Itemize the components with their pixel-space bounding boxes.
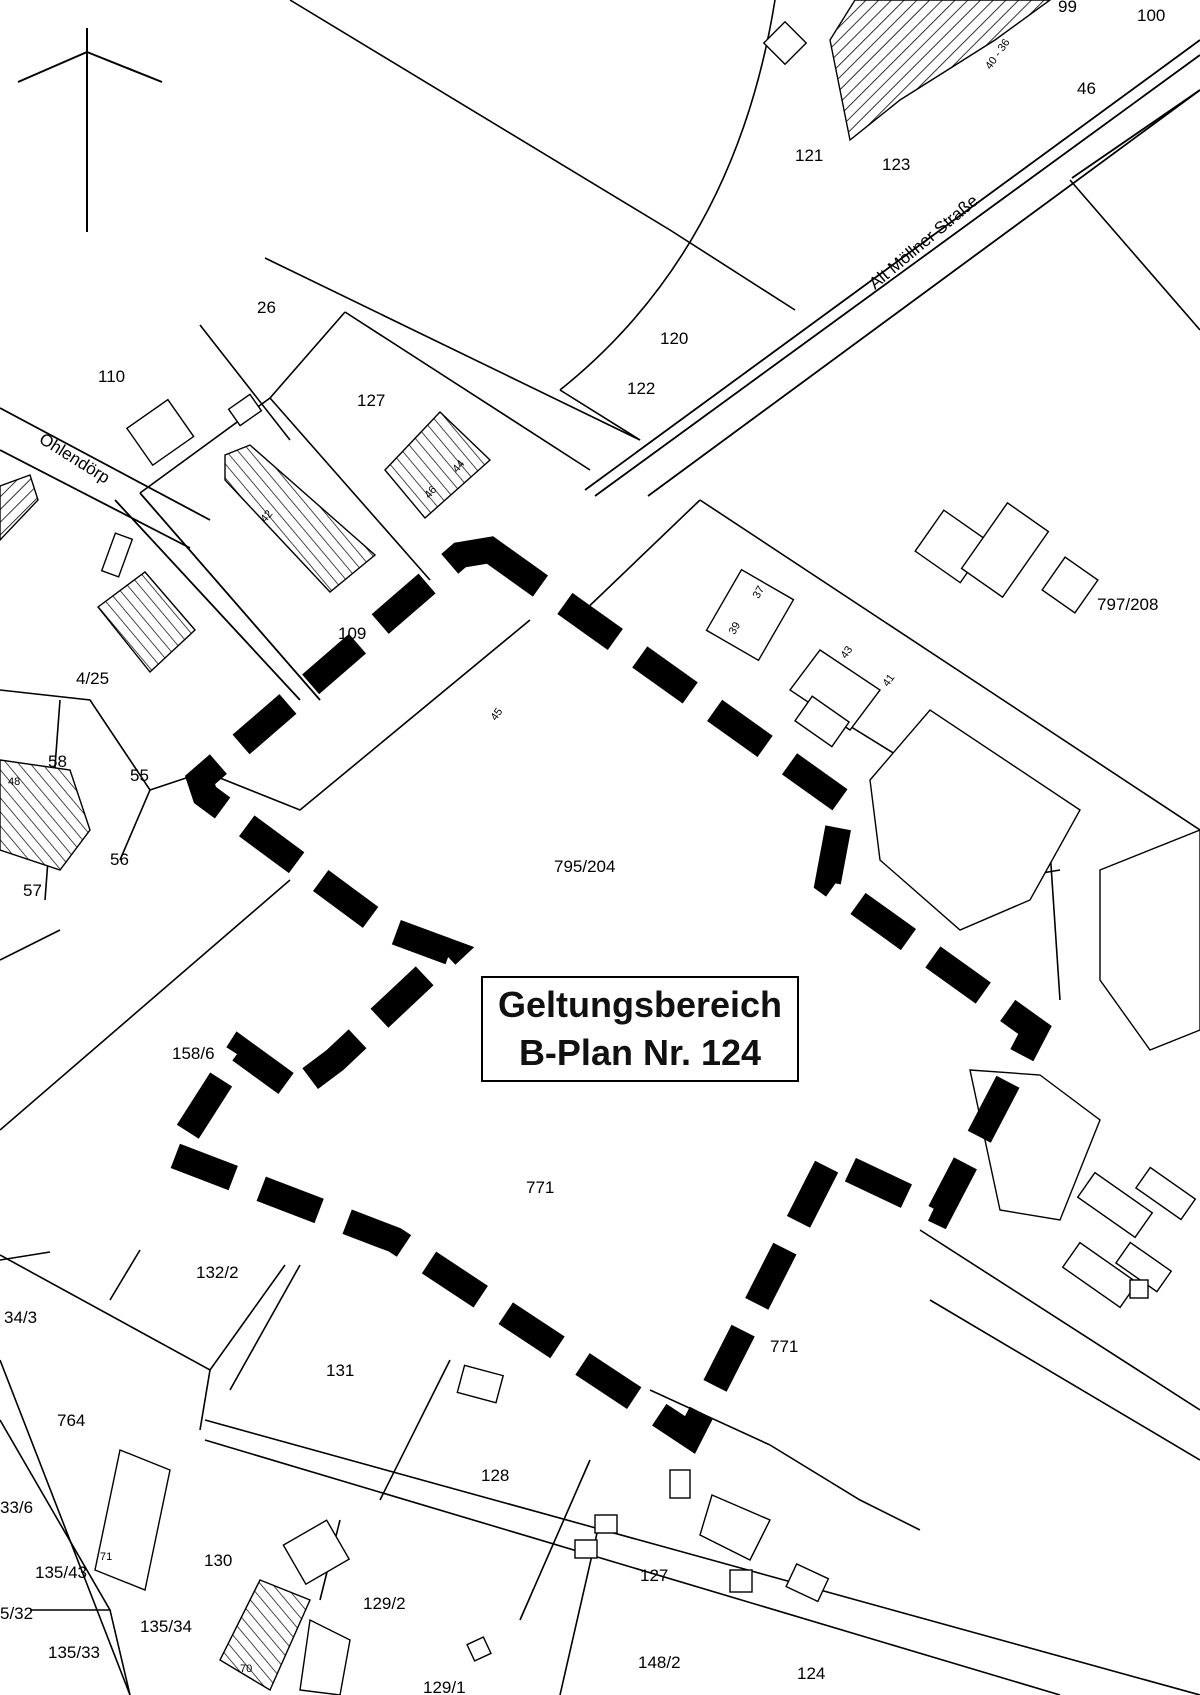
parcel-label: 26	[257, 298, 276, 317]
parcel-label: 771	[526, 1178, 554, 1197]
parcel-label: 122	[627, 379, 655, 398]
parcel-label: 57	[23, 881, 42, 900]
building	[125, 398, 195, 467]
side-street	[0, 407, 321, 701]
parcel-label: 795/204	[554, 857, 615, 876]
parcel-label: 33/6	[0, 1498, 33, 1517]
house-number: 43	[838, 644, 855, 661]
plan-title-line1: Geltungsbereich	[497, 984, 783, 1025]
parcel-labels: 100 99 46 121 123 26 120 122 110 127 109…	[0, 0, 1165, 1695]
house-number-labels: 40 - 36 46 44 42 39 37 43 41 45 48 71 70	[8, 37, 1013, 1675]
building	[0, 759, 91, 871]
parcel-label: 110	[98, 367, 125, 386]
building	[224, 444, 377, 593]
building	[456, 1364, 505, 1404]
north-arrow-icon	[17, 28, 163, 232]
building	[384, 411, 492, 520]
building	[1129, 1279, 1149, 1299]
building	[699, 1494, 771, 1561]
building	[960, 501, 1050, 599]
parcel-label: 132/2	[196, 1263, 239, 1282]
plan-title-box: Geltungsbereich B-Plan Nr. 124	[481, 976, 799, 1082]
parcel-label: 58	[48, 752, 67, 771]
parcel-label: 56	[110, 850, 129, 869]
parcel-label: 124	[797, 1664, 825, 1683]
building	[729, 1569, 753, 1593]
parcel-label: 127	[357, 391, 385, 410]
building	[100, 532, 134, 578]
building	[762, 20, 808, 66]
parcel-label: 148/2	[638, 1653, 681, 1672]
parcel-label: 109	[338, 624, 366, 643]
building	[299, 1618, 351, 1695]
parcel-label: 135/33	[48, 1643, 100, 1662]
parcel-label: 771	[770, 1337, 798, 1356]
parcel-label: 5/32	[0, 1604, 33, 1623]
building	[829, 0, 1052, 142]
parcel-label: 131	[326, 1361, 354, 1380]
parcel-label: 55	[130, 766, 149, 785]
street-label-side: Ohlendörp	[36, 429, 113, 487]
building	[669, 1469, 691, 1499]
parcel-label: 764	[57, 1411, 85, 1430]
main-street	[584, 39, 1200, 497]
building	[594, 1514, 618, 1534]
building	[574, 1539, 598, 1559]
parcel-label: 4/25	[76, 669, 109, 688]
house-number: 48	[8, 776, 20, 788]
building	[1114, 1241, 1173, 1293]
parcel-label: 135/43	[35, 1563, 87, 1582]
parcel-label: 34/3	[4, 1308, 37, 1327]
building	[0, 474, 39, 542]
plan-title-line2: B-Plan Nr. 124	[518, 1032, 762, 1073]
house-number: 39	[727, 620, 744, 637]
building	[227, 393, 263, 427]
building	[869, 709, 1081, 931]
house-number: 70	[240, 1663, 252, 1675]
parcel-label: 121	[795, 146, 823, 165]
building	[94, 1449, 171, 1591]
building	[1041, 556, 1099, 614]
building	[705, 568, 795, 662]
building	[794, 695, 851, 748]
street-label-main: Alt Möllner Straße	[865, 191, 981, 293]
house-number: 45	[488, 706, 505, 723]
building	[466, 1636, 492, 1662]
house-number: 71	[100, 1551, 112, 1563]
building	[1134, 1166, 1197, 1221]
house-number: 37	[751, 584, 768, 601]
parcel-label: 797/208	[1097, 595, 1158, 614]
parcel-label: 100	[1137, 6, 1165, 25]
building	[219, 1579, 311, 1692]
plan-boundary	[153, 536, 1052, 1454]
house-number: 41	[880, 672, 897, 689]
building	[1061, 1241, 1139, 1309]
building	[1099, 829, 1200, 1051]
parcel-label: 127	[640, 1566, 668, 1585]
parcel-label: 135/34	[140, 1617, 192, 1636]
parcel-label: 129/1	[423, 1678, 466, 1695]
parcel-label: 99	[1058, 0, 1077, 16]
parcel-label: 120	[660, 329, 688, 348]
building	[97, 571, 196, 674]
parcel-label: 128	[481, 1466, 509, 1485]
building	[1076, 1171, 1154, 1239]
building	[788, 649, 882, 731]
building	[785, 1563, 830, 1603]
parcel-label: 130	[204, 1551, 232, 1570]
parcel-label: 123	[882, 155, 910, 174]
parcel-label: 129/2	[363, 1594, 406, 1613]
building	[282, 1519, 351, 1586]
parcel-label: 158/6	[172, 1044, 215, 1063]
parcel-label: 46	[1077, 79, 1096, 98]
